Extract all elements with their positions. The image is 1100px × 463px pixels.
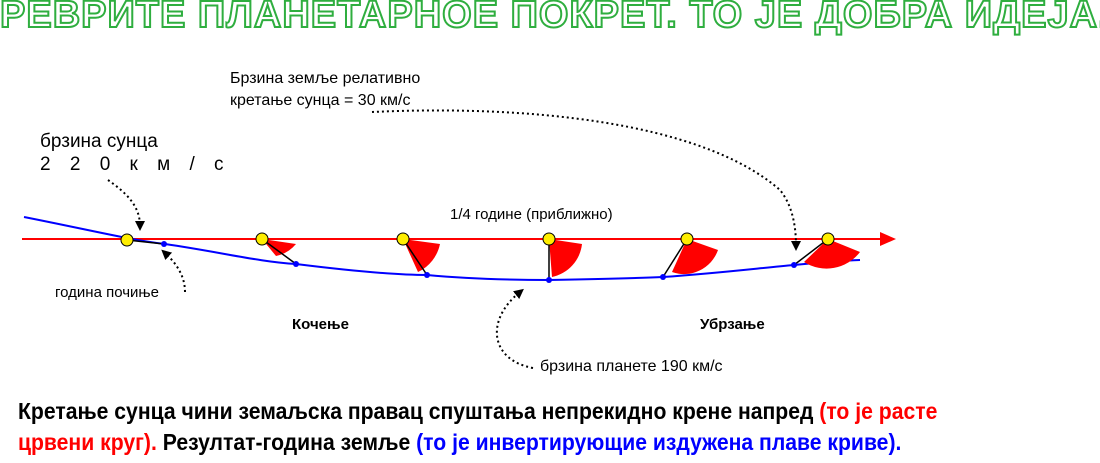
planet-speed-label: брзина планете 190 км/с	[540, 358, 723, 375]
sector-2	[403, 239, 440, 272]
radius-line-1	[261, 238, 297, 265]
pointer-arrow-icon	[495, 288, 534, 369]
radius-line-4	[662, 238, 688, 278]
planet-dot-icon	[791, 262, 797, 268]
sun-speed-label-line2: 2 2 0 к м / с	[40, 154, 231, 175]
sun-dot-icon	[120, 233, 134, 247]
braking-label: Кочење	[292, 316, 349, 333]
planet-dot-icon	[293, 261, 299, 267]
page-title: РЕВРИТЕ ПЛАНЕТАРНОЕ ПОКРЕТ. ТО ЈЕ ДОБРА …	[0, 0, 1100, 37]
sun-dot-icon	[821, 232, 835, 246]
caption-text-2: Резултат-година земље	[156, 429, 417, 455]
year-start-label: година почиње	[55, 284, 159, 301]
pointer-arrow-icon	[107, 179, 145, 231]
acceleration-label: Убрзање	[700, 316, 765, 333]
earth-path-curve	[23, 216, 861, 282]
sun-dot-icon	[542, 232, 556, 246]
caption-text-1: Кретање сунца чини земаљска правац спушт…	[18, 398, 820, 424]
quarter-year-label: 1/4 године (приближно)	[450, 206, 613, 223]
planet-dot-icon	[424, 272, 430, 278]
caption-line2: црвени круг). Резултат-година земље (то …	[18, 427, 1012, 458]
pointer-arrow-icon	[161, 249, 186, 293]
arrow-right-icon	[880, 232, 896, 246]
sector-4	[672, 239, 718, 275]
sun-speed-label: брзина сунца 2 2 0 к м / с	[40, 130, 231, 176]
planet-dot-icon	[546, 277, 552, 283]
caption-blue: (то је инвертирующие издужена плаве крив…	[416, 429, 902, 455]
planet-dot-icon	[660, 274, 666, 280]
caption-line1: Кретање сунца чини земаљска правац спушт…	[18, 396, 1012, 427]
sector-5	[804, 239, 860, 269]
sun-dot-icon	[680, 232, 694, 246]
earth-relative-speed-line2: кретање сунца = 30 км/с	[230, 92, 411, 109]
earth-relative-speed-line1: Брзина земље релативно	[230, 70, 421, 87]
caption-red-2: црвени круг).	[18, 429, 157, 455]
caption: Кретање сунца чини земаљска правац спушт…	[18, 396, 1012, 458]
sun-dot-icon	[396, 232, 410, 246]
pointer-arrow-icon	[371, 109, 801, 251]
caption-red-1: (то је расте	[819, 398, 938, 424]
sector-1	[262, 239, 296, 256]
radius-line-5	[793, 238, 829, 266]
sun-speed-label-line1: брзина сунца	[40, 131, 158, 152]
planet-dot-icon	[161, 241, 167, 247]
sector-3	[549, 239, 582, 277]
earth-relative-speed-label: Брзина земље релативно кретање сунца = 3…	[230, 68, 420, 112]
sun-dot-icon	[255, 232, 269, 246]
radius-line-2	[402, 238, 428, 276]
